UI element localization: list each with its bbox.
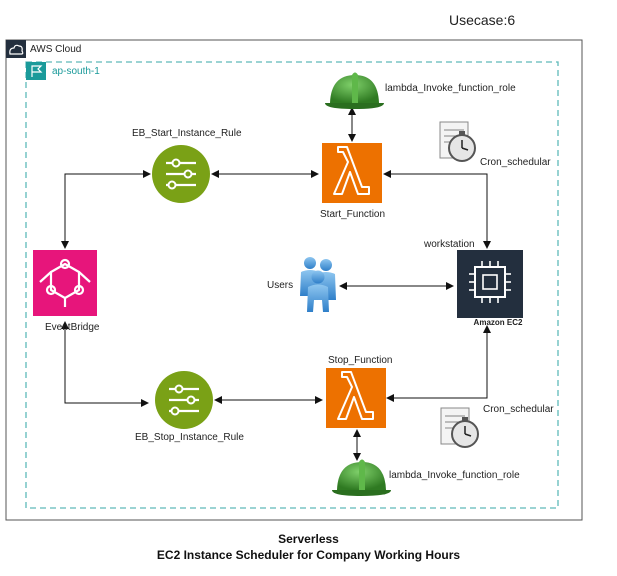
workstation-label: workstation: [424, 239, 475, 250]
usecase-label: Usecase:6: [449, 12, 516, 28]
connectors: [61, 107, 491, 461]
lambda-stop-icon[interactable]: [326, 368, 386, 428]
eventbridge-label: EventBridge: [45, 322, 100, 333]
edge-start-lambda-ec2: [383, 170, 491, 249]
aws-cloud-label: AWS Cloud: [30, 44, 82, 55]
cron-scheduler-top-icon[interactable]: [439, 121, 476, 162]
caption-title: Serverless: [278, 532, 339, 546]
role-bottom-label: lambda_Invoke_function_role: [389, 470, 520, 481]
iam-role-helmet-bottom-icon[interactable]: [332, 459, 391, 497]
caption-subtitle: EC2 Instance Scheduler for Company Worki…: [156, 548, 461, 562]
region-label: ap-south-1: [52, 66, 100, 77]
stop-function-label: Stop_Function: [328, 355, 393, 366]
start-function-label: Start_Function: [320, 209, 386, 220]
aws-cloud-icon: [6, 40, 26, 58]
cron-bottom-label: Cron_schedular: [483, 404, 554, 415]
role-top-label: lambda_Invoke_function_role: [385, 83, 516, 94]
eventbridge-icon[interactable]: [33, 250, 97, 316]
cron-top-label: Cron_schedular: [480, 157, 551, 168]
eventbridge-rule-stop-icon[interactable]: [155, 371, 213, 429]
eventbridge-rule-start-icon[interactable]: [152, 145, 210, 203]
edge-ec2-stop-lambda: [386, 325, 491, 402]
eb-start-rule-label: EB_Start_Instance_Rule: [132, 128, 242, 139]
region-boundary: [25, 61, 559, 509]
users-icon[interactable]: [300, 257, 336, 312]
lambda-start-icon[interactable]: [322, 143, 382, 203]
edge-eventbridge-rule-stop: [61, 321, 149, 407]
ec2-label: Amazon EC2: [473, 318, 523, 327]
users-label: Users: [267, 280, 294, 291]
aws-cloud-boundary: [5, 39, 583, 521]
iam-role-helmet-top-icon[interactable]: [325, 72, 384, 110]
amazon-ec2-icon[interactable]: [457, 250, 523, 318]
region-flag-icon: [26, 62, 46, 80]
edge-rule-start-eventbridge: [61, 170, 151, 249]
eb-stop-rule-label: EB_Stop_Instance_Rule: [135, 432, 244, 443]
cron-scheduler-bottom-icon[interactable]: [440, 407, 479, 448]
